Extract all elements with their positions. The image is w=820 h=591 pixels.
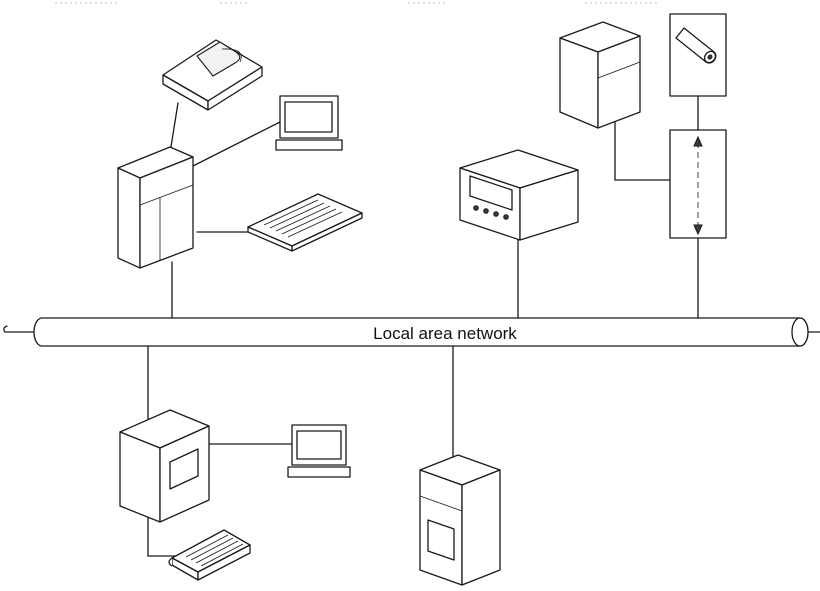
monitor-bottom-icon (287, 424, 351, 478)
lan-cable: Local area network (3, 317, 820, 347)
lan-label: Local area network (373, 324, 517, 343)
plotter-icon (162, 39, 263, 111)
keyboard-icon (247, 193, 363, 252)
bridge-unit-icon (669, 129, 727, 239)
display-console-icon (459, 149, 579, 241)
tape-drive-icon (669, 13, 727, 97)
workstation-cabinet-icon (119, 409, 210, 523)
connection-lines (147, 95, 699, 557)
storage-cabinet-icon (419, 454, 501, 586)
server-cabinet-icon (117, 146, 194, 269)
keyboard-bottom-icon (168, 529, 251, 581)
monitor-icon (275, 95, 343, 151)
cabinet-unit-icon (559, 21, 641, 129)
